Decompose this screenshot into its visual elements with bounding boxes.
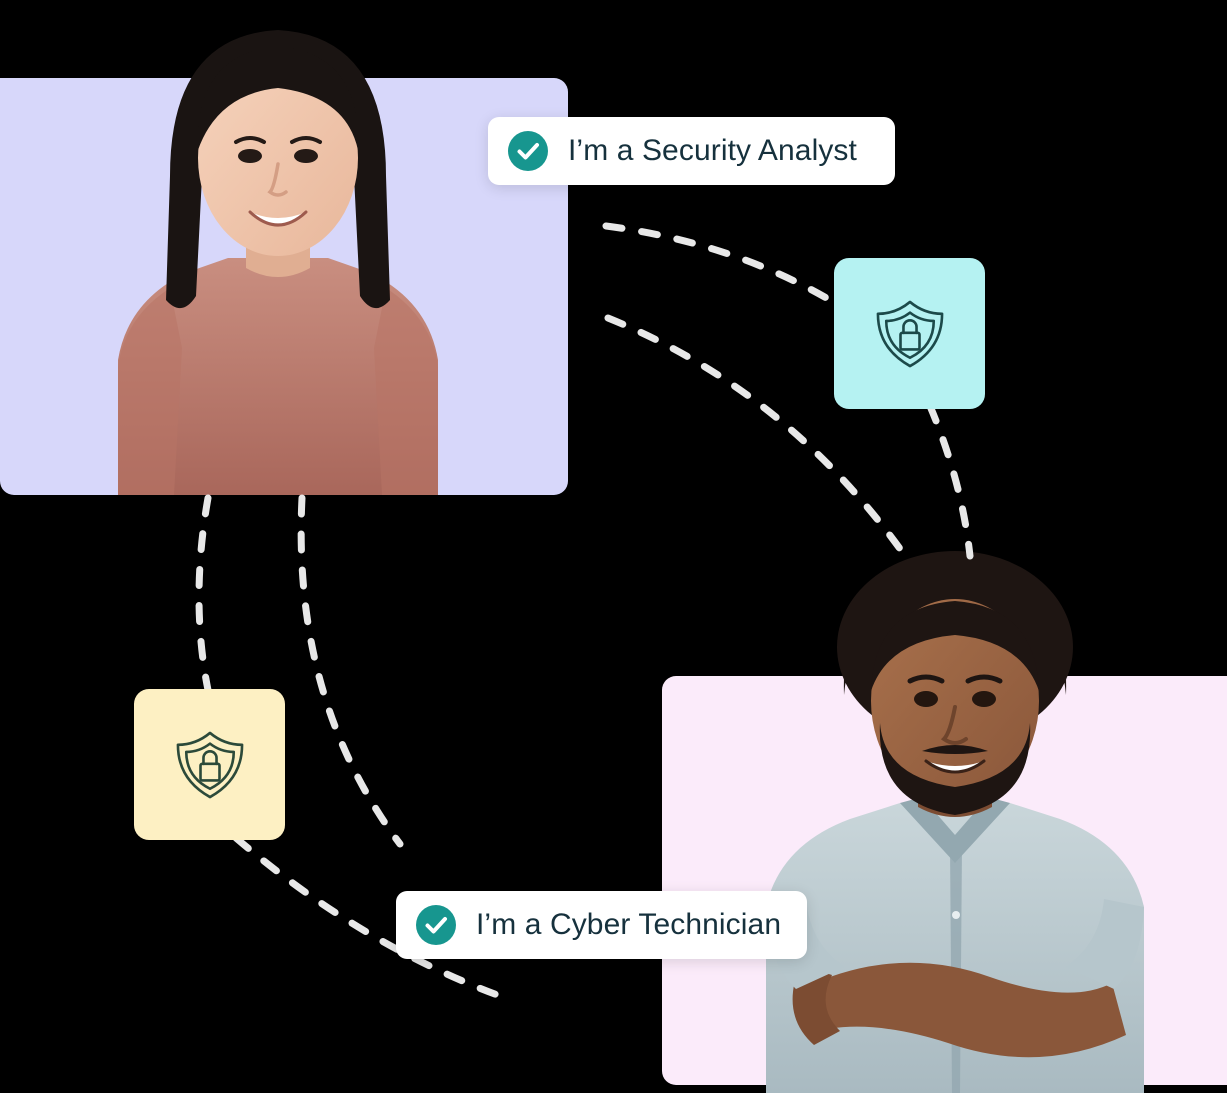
role-badge-security-analyst[interactable]: I’m a Security Analyst [488,117,895,185]
check-circle-icon [508,131,548,171]
shield-tile-yellow [134,689,285,840]
shield-lock-icon [876,300,943,367]
technician-portrait [740,515,1170,1093]
connector-analyst-to-yellow [195,494,212,694]
role-badge-label: I’m a Cyber Technician [476,908,782,941]
shield-tile-cyan [834,258,985,409]
analyst-portrait [78,0,478,495]
connector-analyst-to-badge [297,494,404,848]
check-circle-icon [416,905,456,945]
role-badge-label: I’m a Security Analyst [568,134,857,167]
shield-lock-icon [176,731,243,798]
role-badge-cyber-technician[interactable]: I’m a Cyber Technician [396,891,808,959]
